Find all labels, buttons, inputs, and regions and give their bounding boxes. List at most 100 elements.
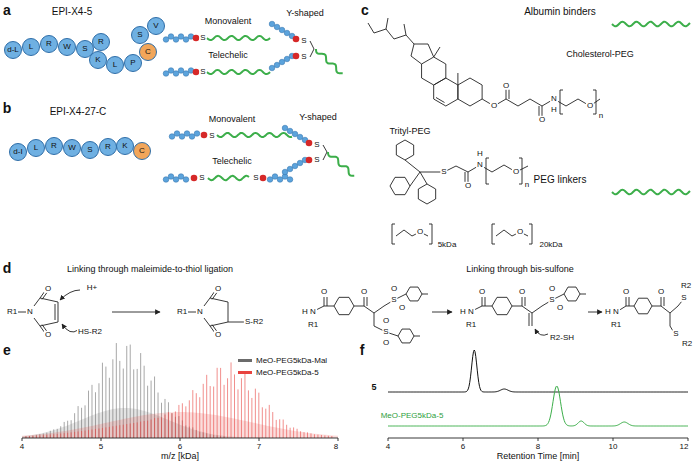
atom-label: S [208,132,215,140]
bond-line [324,306,334,307]
residue-label: S [137,31,142,39]
atom-label: O [390,285,398,293]
bracket [486,158,489,184]
caption-label: Monovalent [209,115,256,124]
atom-label: O [464,182,472,190]
ring [564,287,580,301]
atom-label: S [390,296,397,304]
bond-line [364,306,374,313]
peptide-bead [174,131,180,137]
spectrum-peak [60,434,61,438]
spectrum-peak [85,431,86,438]
spectrum-peak [217,368,218,438]
atom-label: R1 [610,321,622,329]
linker-dot [191,175,198,182]
caption-label: Trityl-PEG [389,127,430,136]
atom-label: O [556,304,564,312]
legend-entry: MeO-PEG5kDa-5 [238,366,327,378]
bond-line [414,336,420,337]
residue-label: L [34,144,38,152]
spectrum-peak [57,434,58,438]
bond-line [482,297,483,306]
peptide-bead [279,27,285,33]
atom-label: O [516,228,524,236]
peptide-bead [184,131,190,137]
axis-title: m/z [kDa] [161,452,199,461]
spectrum-peak [151,420,152,438]
spectrum-peak [206,375,207,438]
tick-label: 7 [257,443,261,451]
bond-line [204,298,228,326]
bracket [492,224,495,244]
spectrum-peak [297,429,298,438]
bond-line [626,297,627,306]
spectrum-peak [199,397,200,438]
atom-label: R1 [465,321,477,329]
spectrum-peak [237,389,238,438]
spectrum-peak [241,378,242,438]
bond-line [327,297,328,306]
linker-dot [260,175,267,182]
atom-label: O [360,288,368,296]
spectrum-peak [178,405,179,438]
spectrum-peak [140,422,141,438]
axis-tick [101,438,102,441]
atom-label: S [199,34,206,42]
atom-label: O [214,331,222,339]
bond-line [364,297,365,306]
bond-line [374,294,406,313]
residue-circle: C [133,142,151,160]
ring [492,297,512,314]
spectrum-peak [265,409,266,438]
residue-circle: W [58,38,76,56]
polymer-chain [208,176,249,180]
spectrum-peak [300,431,301,438]
spectrum-peak [64,433,65,438]
bracket [429,224,432,244]
spectrum-peak [46,435,47,438]
peptide-bead [287,166,293,172]
atom-label: O [657,288,665,296]
peptide-bead [284,56,290,62]
caption-label: Telechelic [212,157,252,166]
ring [458,78,482,106]
bond-line [55,304,56,320]
bridge [323,145,327,160]
atom-label: N [26,308,34,316]
spectrum-peak [119,425,120,438]
atom-label: S [672,330,679,338]
spectrum-peak [88,430,89,438]
atom-label: N [467,308,475,316]
ring [418,184,435,204]
atom-label: N [612,308,620,316]
spectrum-peak [317,435,318,438]
bond-line [532,313,533,326]
curved-arrow [60,290,80,300]
bond-line [525,297,526,306]
spectrum-peak [91,430,92,438]
linker-dot [293,36,300,43]
atom-label: R2 [680,282,692,290]
atom-label: R1 [176,308,188,316]
bond-line [661,301,682,313]
polymer-chain [207,36,270,40]
bond-line [405,160,420,172]
residue-label: C [145,48,151,56]
spectrum-peak [78,431,79,438]
caption-label: Linking through maleimide-to-thiol ligat… [67,265,233,274]
spectrum-peak [189,400,190,438]
panel-letter: f [360,343,365,358]
bond-line [436,98,445,103]
residue-label: C [139,147,145,155]
axis-tick [180,438,181,441]
spectrum-peak [171,413,172,438]
atom-label: H [604,308,612,316]
residue-circle: R [92,33,110,51]
bond-line [386,18,388,29]
atom-label: O [478,288,486,296]
residue-label: R [98,38,104,46]
tick-label: 6 [461,443,465,451]
peptide-bead [297,160,303,166]
spectrum-peak [53,434,54,438]
atom-label: 20kDa [538,241,563,249]
